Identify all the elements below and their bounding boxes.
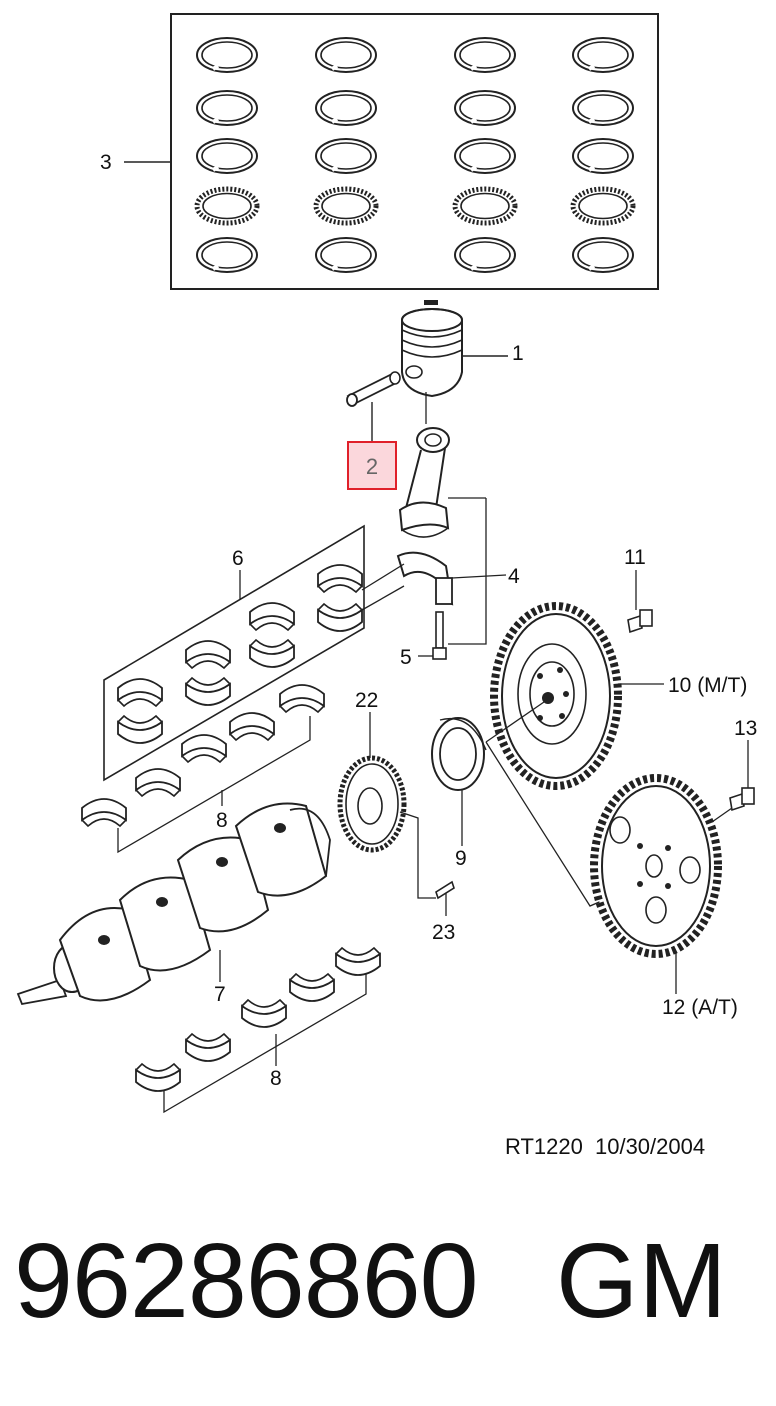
callout-3: 3 (100, 151, 112, 174)
piston (401, 300, 508, 398)
connecting-rod (396, 392, 507, 645)
callout-4: 4 (508, 565, 520, 588)
part-number: 96286860 (14, 1222, 479, 1340)
piston-ring-set-frame (170, 13, 659, 290)
callout-12: 12 (A/T) (662, 996, 738, 1019)
rear-oil-seal (431, 717, 487, 846)
highlighted-part-2[interactable]: 2 (347, 441, 397, 490)
screw (435, 880, 455, 916)
piston-pin (346, 371, 401, 441)
rod-bearing-set (103, 524, 405, 782)
callout-8-lower: 8 (270, 1067, 282, 1090)
callout-11: 11 (624, 546, 646, 569)
callout-6: 6 (232, 547, 244, 570)
callout-13: 13 (734, 717, 758, 740)
parts-exploded-diagram (16, 13, 755, 1114)
highlighted-part-label: 2 (365, 454, 379, 479)
flexplate (590, 774, 722, 994)
callout-9: 9 (455, 847, 467, 870)
diagram-reference: RT1220 10/30/2004 (505, 1134, 706, 1159)
crankshaft (16, 802, 331, 1006)
piston-ring-grid (197, 36, 633, 274)
flywheel (485, 602, 664, 907)
upper-main-bearings (81, 684, 325, 854)
lower-main-bearings (135, 947, 381, 1114)
callout-8-upper: 8 (216, 809, 228, 832)
reluctor-wheel (337, 712, 436, 899)
callout-10: 10 (M/T) (668, 674, 748, 697)
rod-bolt (418, 611, 447, 660)
flywheel-bolt (627, 570, 653, 634)
callout-5: 5 (400, 646, 412, 669)
callout-7: 7 (214, 983, 226, 1006)
flexplate-bolt (711, 740, 755, 823)
callout-23: 23 (432, 921, 456, 944)
brand-name: GM (556, 1222, 727, 1340)
callout-22: 22 (355, 689, 379, 712)
callout-1: 1 (512, 342, 524, 365)
